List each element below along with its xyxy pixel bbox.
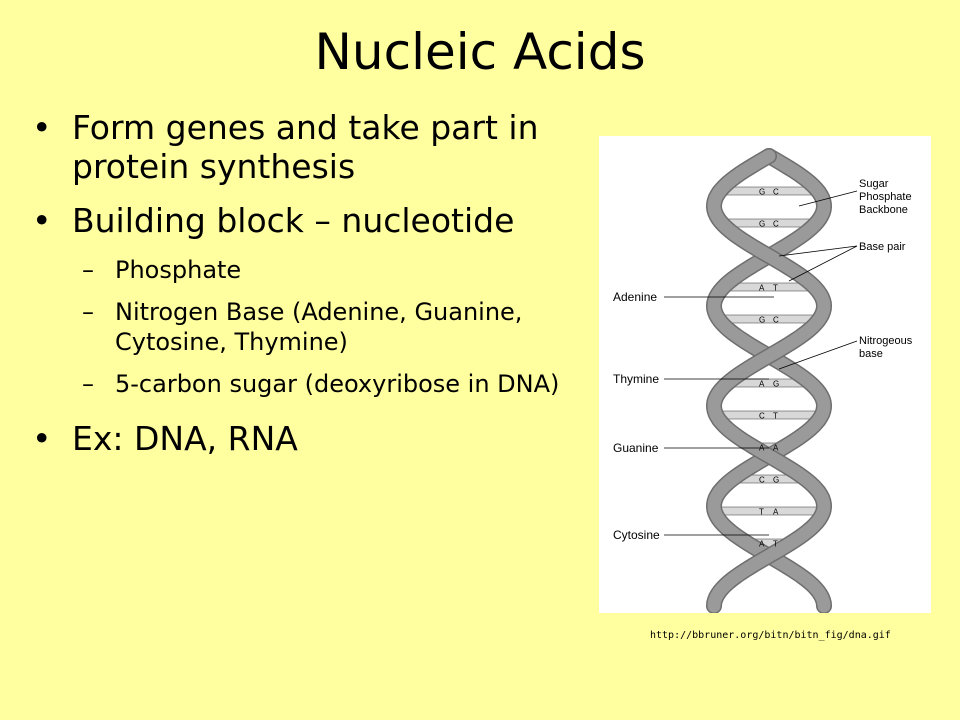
nitrogeous-leader-line	[778, 340, 858, 370]
base-letter: C	[773, 220, 779, 229]
sub-bullet-item: – Nitrogen Base (Adenine, Guanine, Cytos…	[30, 297, 600, 357]
bullet-text: Building block – nucleotide	[72, 201, 515, 240]
label-base-pair: Base pair	[859, 241, 906, 253]
label-thymine: Thymine	[613, 372, 659, 386]
base-letter: A	[759, 540, 765, 549]
bullet-item: • Building block – nucleotide	[30, 201, 600, 240]
bullet-dot: •	[32, 201, 52, 240]
label-adenine: Adenine	[613, 290, 657, 304]
bullet-text: Ex: DNA, RNA	[72, 419, 298, 458]
sub-bullet-dash: –	[82, 370, 94, 398]
base-letter: G	[773, 476, 779, 485]
bullet-item: • Ex: DNA, RNA	[30, 419, 600, 458]
slide-title: Nucleic Acids	[314, 23, 646, 81]
sub-bullet-dash: –	[82, 298, 94, 326]
base-letter: C	[773, 316, 779, 325]
base-pair-rung	[719, 186, 819, 196]
base-letter: G	[773, 380, 779, 389]
base-letter: A	[773, 444, 779, 453]
sub-bullet-text: Nitrogen Base (Adenine, Guanine, Cytosin…	[115, 298, 523, 356]
base-letter: A	[759, 284, 765, 293]
sub-bullet-dash: –	[82, 256, 94, 284]
base-letter: G	[759, 316, 765, 325]
sub-bullet-text: Phosphate	[115, 256, 242, 284]
label-cytosine: Cytosine	[613, 528, 660, 542]
image-source-caption: http://bbruner.org/bitn/bitn_fig/dna.gif	[650, 630, 891, 641]
label-sugar: Sugar	[859, 178, 889, 190]
base-letter: G	[759, 188, 765, 197]
base-pair-rung	[718, 314, 820, 324]
sub-bullet-text: 5-carbon sugar (deoxyribose in DNA)	[115, 370, 560, 398]
base-pair-leader-line-2	[788, 245, 858, 282]
backbone-strand	[707, 149, 831, 613]
label-nitrogeous: Nitrogeous	[859, 335, 913, 347]
bullet-list: • Form genes and take part in protein sy…	[30, 108, 600, 473]
base-letter: T	[773, 540, 778, 549]
base-pair-rung	[715, 410, 823, 420]
sub-bullet-item: – 5-carbon sugar (deoxyribose in DNA)	[30, 369, 600, 399]
base-pair-leader-line	[778, 245, 858, 257]
bullet-dot: •	[32, 108, 52, 147]
bullet-text: Form genes and take part in protein synt…	[72, 108, 539, 186]
backbone-strand	[707, 149, 831, 613]
base-letter: A	[773, 508, 779, 517]
bullet-item: • Form genes and take part in protein sy…	[30, 108, 600, 186]
bullet-dot: •	[32, 419, 52, 458]
label-guanine: Guanine	[613, 441, 659, 455]
base-letter: A	[759, 380, 765, 389]
label-phosphate: Phosphate	[859, 191, 912, 203]
backbone-leader-line	[798, 190, 858, 207]
label-base: base	[859, 348, 883, 360]
base-letter: C	[759, 412, 765, 421]
base-letter: C	[759, 476, 765, 485]
base-letter: C	[773, 188, 779, 197]
sub-bullet-item: – Phosphate	[30, 255, 600, 285]
base-letter: T	[773, 284, 778, 293]
base-letter: G	[759, 220, 765, 229]
base-pair-rung	[714, 506, 824, 516]
base-letter: T	[773, 412, 778, 421]
base-letter: T	[759, 508, 764, 517]
label-backbone: Backbone	[859, 204, 908, 216]
